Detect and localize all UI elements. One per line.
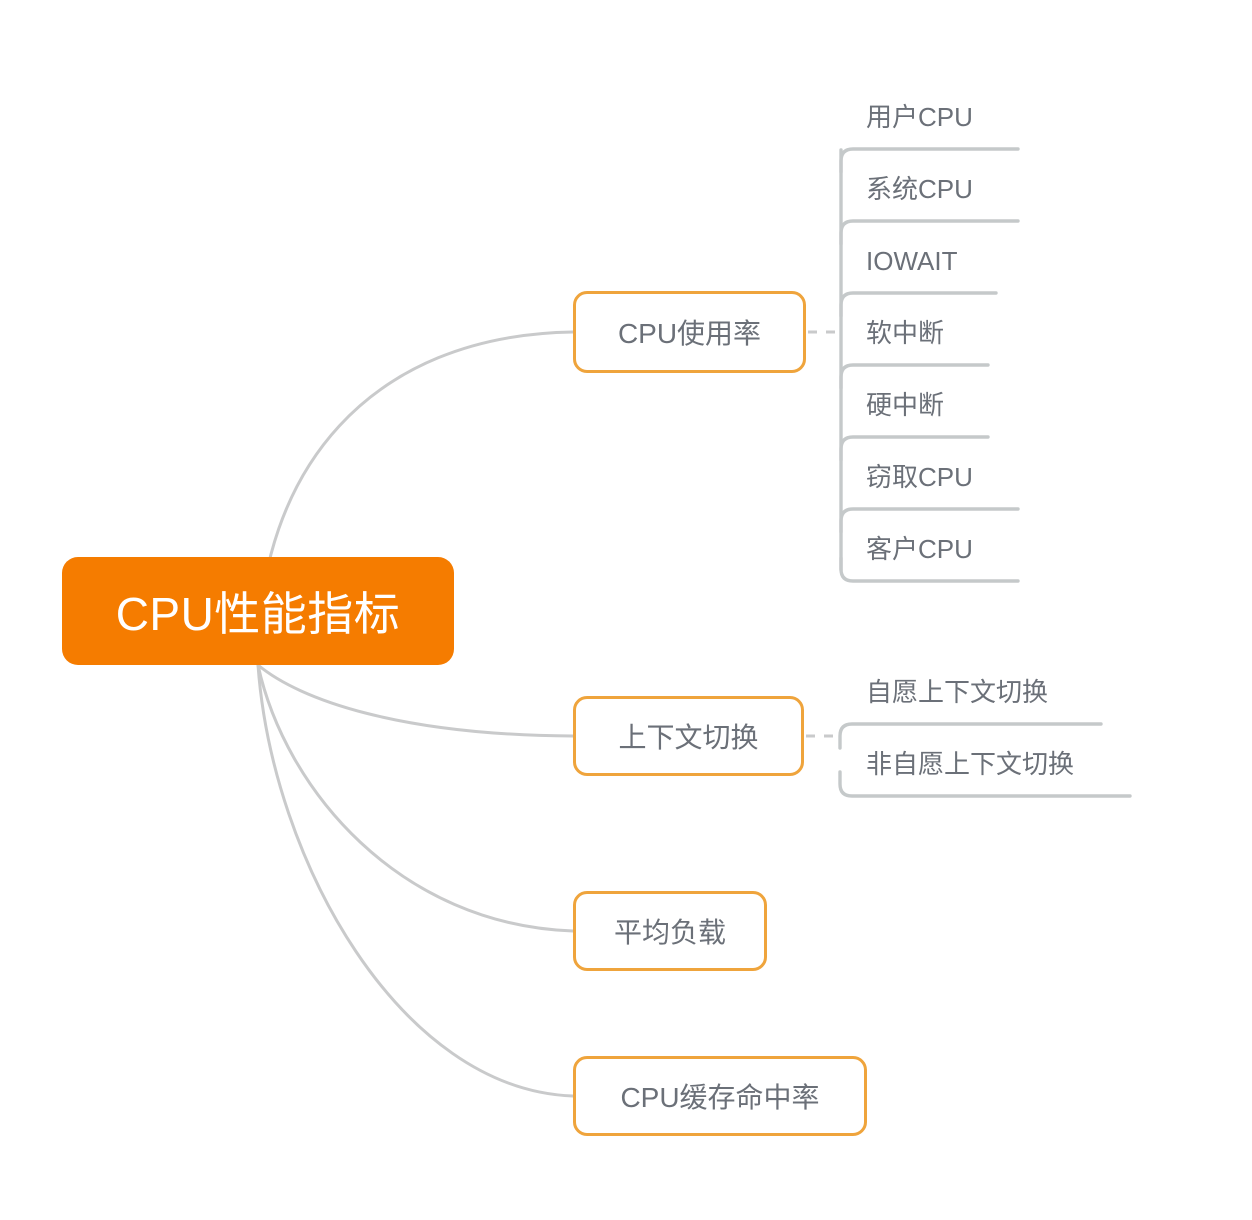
leaf-node-steal-cpu[interactable]: 窃取CPU — [866, 464, 973, 490]
root-node-label: CPU性能指标 — [115, 588, 401, 640]
leaf-bracket-1-7 — [839, 556, 1020, 583]
branch-node-load-average[interactable]: 平均负载 — [573, 891, 767, 971]
leaf-node-label: IOWAIT — [866, 246, 958, 276]
leaf-node-label: 系统CPU — [866, 174, 973, 204]
root-node[interactable]: CPU性能指标 — [62, 557, 454, 665]
branch-node-cache-hit-rate[interactable]: CPU缓存命中率 — [573, 1056, 867, 1136]
leaf-node-voluntary-context-switch[interactable]: 自愿上下文切换 — [866, 679, 1048, 705]
connector-root-to-branch-2 — [256, 663, 575, 738]
branch-node-context-switch[interactable]: 上下文切换 — [573, 696, 804, 776]
leaf-node-guest-cpu[interactable]: 客户CPU — [866, 536, 973, 562]
connector-root-to-branch-3 — [256, 663, 575, 933]
leaf-bracket-1-6 — [839, 507, 1020, 534]
branch-node-label: CPU缓存命中率 — [620, 1082, 820, 1113]
leaf-bracket-2-1 — [838, 722, 1103, 750]
leaf-bracket-1-3 — [839, 291, 998, 318]
leaf-node-label: 自愿上下文切换 — [866, 677, 1049, 707]
branch-node-label: 平均负载 — [613, 917, 726, 948]
leaf-node-label: 客户CPU — [866, 534, 973, 564]
branch-node-cpu-usage[interactable]: CPU使用率 — [573, 291, 806, 373]
leaf-node-softirq[interactable]: 软中断 — [866, 320, 944, 346]
leaf-bracket-1-5 — [839, 435, 990, 462]
branch-node-label: CPU使用率 — [617, 318, 762, 349]
branch-node-label: 上下文切换 — [618, 722, 759, 753]
leaf-node-label: 窃取CPU — [866, 462, 973, 492]
leaf-node-label: 非自愿上下文切换 — [866, 749, 1075, 779]
leaf-node-iowait[interactable]: IOWAIT — [866, 248, 957, 274]
leaf-node-system-cpu[interactable]: 系统CPU — [866, 176, 973, 202]
leaf-node-hardirq[interactable]: 硬中断 — [866, 392, 944, 418]
leaf-bracket-1-2 — [839, 219, 1020, 246]
leaf-node-label: 用户CPU — [866, 102, 973, 132]
leaf-node-involuntary-context-switch[interactable]: 非自愿上下文切换 — [866, 751, 1074, 777]
leaf-node-user-cpu[interactable]: 用户CPU — [866, 104, 973, 130]
leaf-node-label: 软中断 — [866, 318, 945, 348]
leaf-bracket-1-1 — [839, 147, 1020, 174]
leaf-bracket-2-2 — [838, 770, 1132, 798]
leaf-bracket-1-4 — [839, 363, 990, 390]
leaf-node-label: 硬中断 — [866, 390, 945, 420]
connector-root-to-branch-4 — [256, 663, 575, 1098]
